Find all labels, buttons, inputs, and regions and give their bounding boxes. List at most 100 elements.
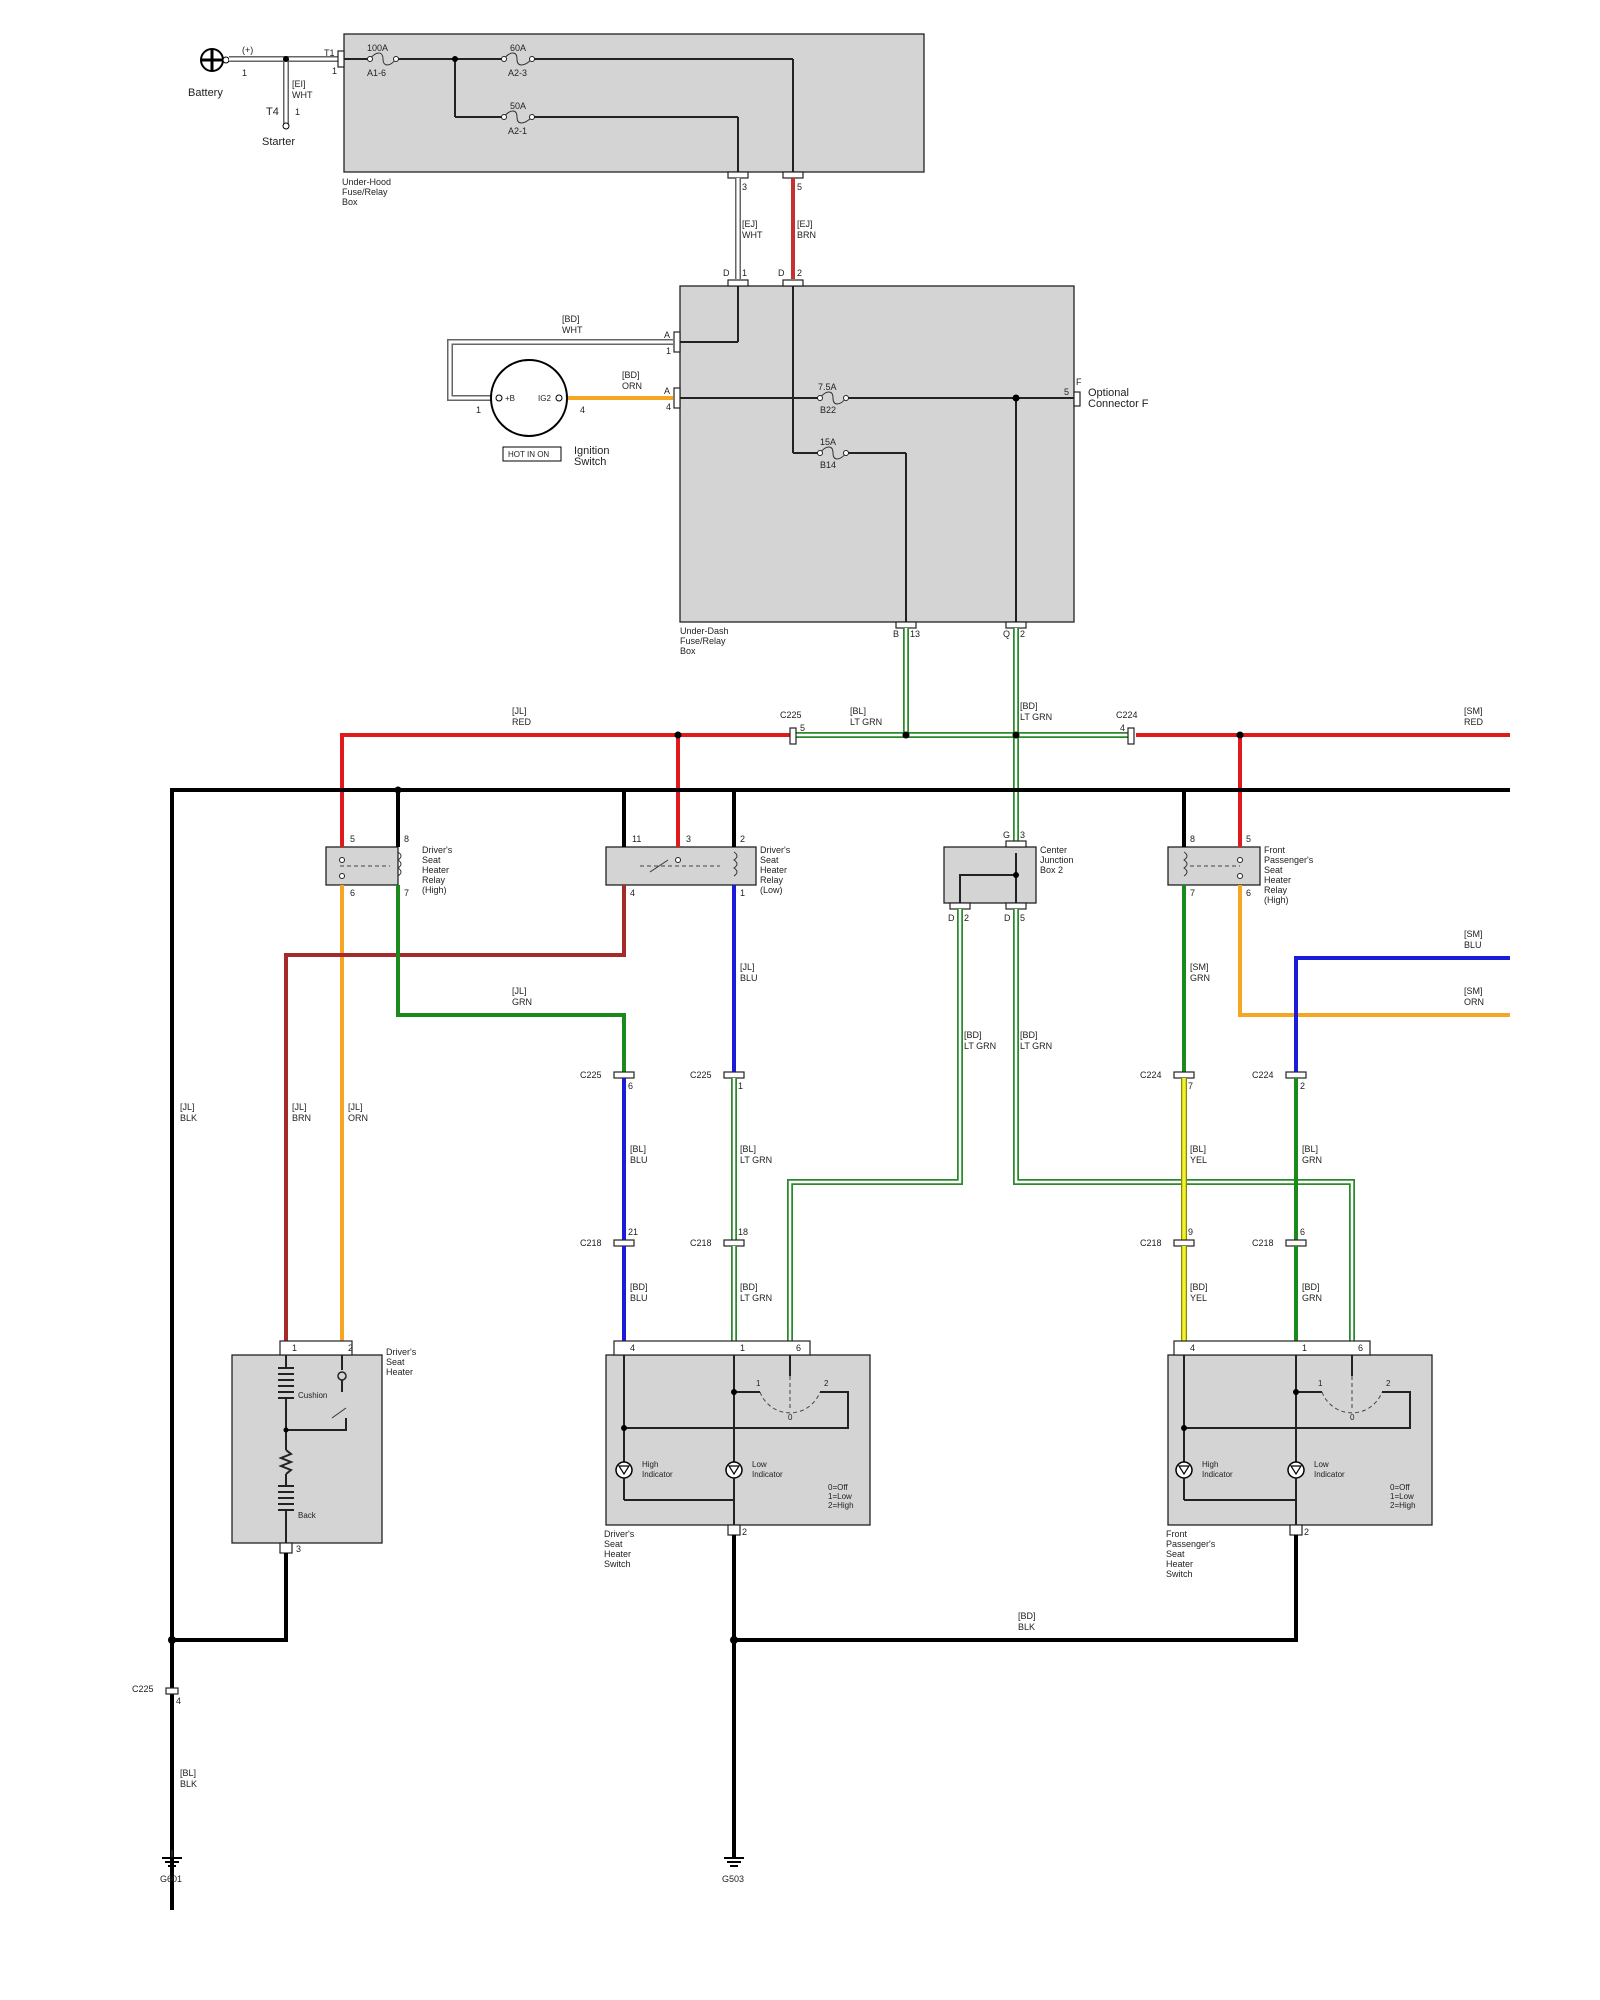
heater-back-label: Back <box>298 1511 317 1520</box>
heater-pin1: 1 <box>292 1343 297 1353</box>
underdash-label-2: Fuse/Relay <box>680 636 726 646</box>
wire-ej-wht-color: WHT <box>742 230 763 240</box>
underdash-d1-pin: 1 <box>742 268 747 278</box>
driver-heater-switch-body <box>605 1354 871 1526</box>
wire-jl-brn <box>284 885 626 1355</box>
relay-high-pin6: 6 <box>350 888 355 898</box>
red-splice-left <box>674 731 682 739</box>
fuse-7-5a-icon <box>819 391 847 405</box>
relay-high-label-3: Heater <box>422 865 449 875</box>
wire-bd-lt-grn-d2 <box>787 909 963 1349</box>
c224-2-label: C224 <box>1252 1070 1274 1080</box>
bd-lt-grn-color: LT GRN <box>1020 712 1052 722</box>
underdash-b13-label: B <box>893 629 899 639</box>
hot-in-on-text: HOT IN ON <box>508 450 549 459</box>
optional-connector-f <box>1073 391 1081 407</box>
cjb-d5-label: D <box>1004 913 1011 923</box>
wire-jl-grn <box>396 885 626 1072</box>
underdash-d1-connector <box>727 279 749 287</box>
underdash-label-1: Under-Dash <box>680 626 729 636</box>
ignition-b-terminal <box>495 394 503 402</box>
pswitch-pos0: 0 <box>1350 1413 1355 1422</box>
underdash-d2-pin: 2 <box>797 268 802 278</box>
driver-relay-low-body <box>605 846 757 886</box>
relay-high-pin8: 8 <box>404 834 409 844</box>
underdash-a4-pin: 4 <box>666 402 671 412</box>
relay-high-label-4: Relay <box>422 875 446 885</box>
ground-g601-icon <box>162 1850 182 1867</box>
dswitch-pin1: 1 <box>740 1343 745 1353</box>
c225-pin1-connector <box>723 1071 745 1079</box>
jl-blu-harness: [JL] <box>740 962 755 972</box>
bl-blu-harness: [BL] <box>630 1144 646 1154</box>
c224-7-pin: 7 <box>1188 1081 1193 1091</box>
jl-blu-color: BLU <box>740 973 758 983</box>
cjb-label-1: Center <box>1040 845 1067 855</box>
cjb-d2-label: D <box>948 913 955 923</box>
relay-pass-pin5: 5 <box>1246 834 1251 844</box>
c225-pin5-connector <box>789 727 797 745</box>
jl-grn-harness: [JL] <box>512 986 527 996</box>
underdash-d2-label: D <box>778 268 785 278</box>
pswitch-label-2: Passenger's <box>1166 1539 1216 1549</box>
c218-9-label: C218 <box>1140 1238 1162 1248</box>
driver-switch-pin2-connector <box>727 1524 741 1536</box>
fuse-7-5a-id: B22 <box>820 405 836 415</box>
pswitch-pos1: 1 <box>1318 1379 1323 1388</box>
dswitch-pos0: 0 <box>788 1413 793 1422</box>
relay-pass-label-5: Relay <box>1264 885 1288 895</box>
c225-4-label: C225 <box>132 1684 154 1694</box>
relay-high-internal <box>339 851 402 879</box>
relay-low-label-1: Driver's <box>760 845 791 855</box>
g503-label: G503 <box>722 1874 744 1884</box>
bd-blu-color: BLU <box>630 1293 648 1303</box>
driver-seat-heater-body <box>231 1354 383 1544</box>
dswitch-label-1: Driver's <box>604 1529 635 1539</box>
underdash-q2-connector <box>1005 621 1027 629</box>
pswitch-label-1: Front <box>1166 1529 1188 1539</box>
sm-blu-color: BLU <box>1464 940 1482 950</box>
pswitch-label-4: Heater <box>1166 1559 1193 1569</box>
heater-ground-wire <box>172 1553 288 1642</box>
underdash-q2-label: Q <box>1003 629 1010 639</box>
ignition-b-label: +B <box>505 394 515 403</box>
relay-pass-label-2: Passenger's <box>1264 855 1314 865</box>
bd-lt-grn2-color: LT GRN <box>740 1293 772 1303</box>
dswitch-label-2: Seat <box>604 1539 623 1549</box>
pswitch-pin6: 6 <box>1358 1343 1363 1353</box>
dswitch-low-2: Indicator <box>752 1470 783 1479</box>
jl-blk-color: BLK <box>180 1113 197 1123</box>
battery-icon <box>200 48 230 72</box>
jl-orn-color: ORN <box>348 1113 368 1123</box>
bd-wht-harness: [BD] <box>562 314 580 324</box>
bd-wht-color: WHT <box>562 325 583 335</box>
bl-yel-color: YEL <box>1190 1155 1207 1165</box>
bus-splice-b <box>1012 731 1020 739</box>
ignition-pin1-label: 1 <box>476 405 481 415</box>
relay-pass-pin8: 8 <box>1190 834 1195 844</box>
ignition-pin4-label: 4 <box>580 405 585 415</box>
bd-lt-grn2-harness: [BD] <box>740 1282 758 1292</box>
bd-yel-color: YEL <box>1190 1293 1207 1303</box>
bl-grn-harness: [BL] <box>1302 1144 1318 1154</box>
fuse-7-5a-label: 7.5A <box>818 382 837 392</box>
relay-low-pin1: 1 <box>740 888 745 898</box>
c225-pin6-connector <box>613 1071 635 1079</box>
fuse-50a-id: A2-1 <box>508 126 527 136</box>
sm-blu-harness: [SM] <box>1464 929 1483 939</box>
cjb-d5-pin: 5 <box>1020 913 1025 923</box>
bl-yel-harness: [BL] <box>1190 1144 1206 1154</box>
c218-21-pin: 21 <box>628 1227 638 1237</box>
c224-bus-label: C224 <box>1116 710 1138 720</box>
fuse-100a-label: 100A <box>367 43 388 53</box>
bd-orn-color: ORN <box>622 381 642 391</box>
c218-pin6-connector <box>1285 1239 1307 1247</box>
bl-lt-grn-color: LT GRN <box>850 717 882 727</box>
c224-pin2-connector <box>1285 1071 1307 1079</box>
bd-grn-color: GRN <box>1302 1293 1322 1303</box>
jl-brn-color: BRN <box>292 1113 311 1123</box>
c218-pin9-connector <box>1173 1239 1195 1247</box>
dswitch-pin4: 4 <box>630 1343 635 1353</box>
pswitch-legend-3: 2=High <box>1390 1501 1416 1510</box>
cjb-d5-connector <box>1005 902 1027 910</box>
